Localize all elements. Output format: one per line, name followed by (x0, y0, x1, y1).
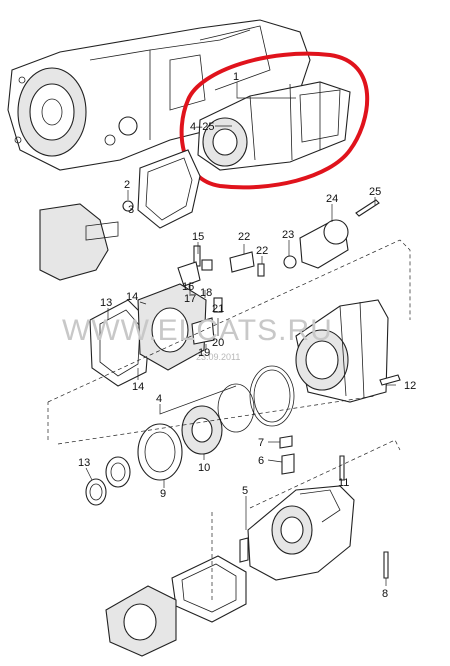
callout-10: 10 (198, 462, 210, 474)
callout-22-lower: 22 (256, 245, 268, 257)
callout-19: 19 (198, 347, 210, 359)
callout-23: 23 (282, 229, 294, 241)
callout-14-lower: 14 (132, 381, 144, 393)
small-parts (177, 245, 265, 313)
valve-6 (281, 453, 295, 475)
callout-13-gasket: 13 (100, 297, 112, 309)
callout-25: 25 (369, 186, 381, 198)
callout-4-25: 4–25 (190, 121, 214, 133)
bearings-13 (85, 456, 131, 506)
bolt-12 (379, 374, 401, 386)
callout-9: 9 (160, 488, 166, 500)
callout-5: 5 (242, 485, 248, 497)
bolt-25 (355, 199, 380, 217)
callout-15: 15 (192, 231, 204, 243)
assembly-guide-lines (47, 239, 411, 600)
callout-11: 11 (338, 477, 349, 489)
rear-housing (295, 299, 389, 403)
ring-23 (283, 255, 297, 269)
callout-17: 17 (184, 293, 196, 305)
plug-7 (279, 435, 293, 449)
callout-labels: 1 4–25 2 3 4 5 6 7 8 9 10 11 12 13 13 14… (78, 71, 416, 600)
bolt-11 (339, 455, 345, 481)
gearbox-section (39, 203, 119, 281)
seal-9 (137, 423, 183, 481)
pump-10 (181, 405, 223, 455)
leader-lines (85, 82, 396, 586)
callout-14-upper: 14 (126, 291, 138, 303)
callout-3: 3 (128, 204, 134, 216)
callout-4: 4 (156, 393, 162, 405)
callout-8: 8 (382, 588, 388, 600)
callout-16: 16 (182, 281, 194, 293)
bottom-cover (105, 585, 177, 657)
seal-3 (122, 200, 134, 212)
ring-4a (217, 383, 255, 433)
callout-20: 20 (212, 337, 224, 349)
lower-housing-5 (247, 485, 355, 581)
gasket-2 (137, 149, 201, 229)
callout-22-upper: 22 (238, 231, 250, 243)
callout-21: 21 (212, 303, 224, 315)
callout-13-bearing: 13 (78, 457, 90, 469)
callout-1: 1 (233, 71, 239, 83)
ring-4b (249, 365, 295, 427)
callout-2: 2 (124, 179, 130, 191)
callout-6: 6 (258, 455, 264, 467)
bolt-8 (383, 551, 389, 579)
gearbox-assembly (7, 19, 311, 171)
watermark-date: 23.09.2011 (196, 352, 240, 362)
housing-14 (137, 283, 207, 371)
callout-24: 24 (326, 193, 338, 205)
callout-12: 12 (404, 380, 416, 392)
sleeve (239, 537, 249, 563)
gasket-bottom (171, 555, 247, 623)
callout-7: 7 (258, 437, 264, 449)
output-flange-24 (299, 219, 349, 269)
watermark-text: WWW.ELCATS.RU (62, 314, 333, 347)
transfer-case-assembly (197, 81, 351, 171)
callout-18: 18 (200, 287, 212, 299)
gasket-13 (89, 299, 151, 387)
